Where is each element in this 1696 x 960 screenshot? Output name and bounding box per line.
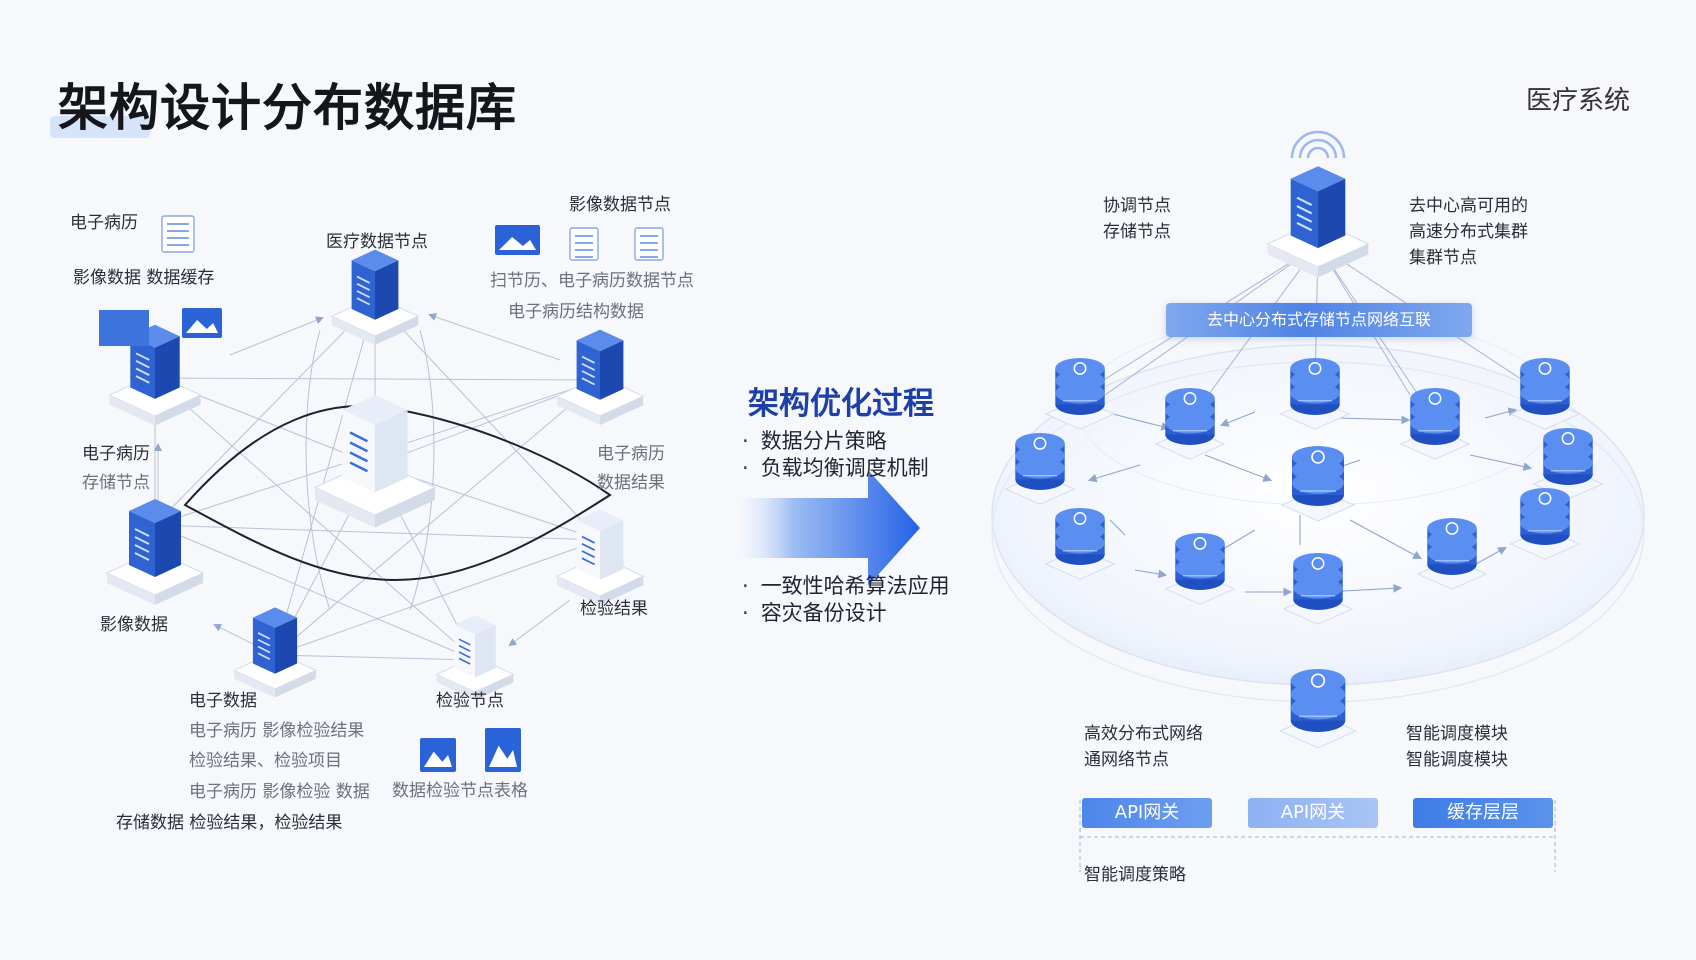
database-icon <box>1416 517 1488 590</box>
right-nodes <box>1004 130 1604 749</box>
server-icon <box>232 607 318 698</box>
database-icon <box>1509 357 1581 430</box>
server-icon <box>435 615 515 700</box>
label-emr-data: 电子数据 <box>189 691 257 711</box>
label-hs-1: 高效分布式网络 <box>1084 724 1203 744</box>
server-icon <box>105 499 205 605</box>
image-icon <box>485 728 521 772</box>
title-highlight <box>50 116 150 138</box>
bullet-sharding: 数据分片策略 <box>742 428 929 455</box>
pill-api-gateway-1: API网关 <box>1082 798 1212 828</box>
database-icon <box>1399 387 1471 460</box>
server-icon <box>330 249 420 345</box>
server-icon <box>1266 166 1370 278</box>
database-icon <box>1154 387 1226 460</box>
wifi-icon <box>1290 130 1346 159</box>
label-right-emr: 电子病历 <box>597 444 665 464</box>
label-right-results: 数据结果 <box>597 473 665 493</box>
label-line2: 电子病历结构数据 <box>508 302 644 322</box>
label-emr-left: 电子病历 <box>82 444 150 464</box>
server-icon <box>313 395 437 528</box>
document-icon <box>634 227 664 261</box>
database-icon <box>1164 532 1236 605</box>
pill-api-gateway-2: API网关 <box>1248 798 1378 828</box>
page-title-wrap: 架构设计分布数据库 <box>50 68 517 140</box>
label-decent-3: 集群节点 <box>1409 248 1477 268</box>
bullet-consistent-hash: 一致性哈希算法应用 <box>742 573 950 600</box>
label-storage-node: 存储节点 <box>82 473 150 493</box>
bottom-dashed-frame <box>1079 800 1556 872</box>
label-smart-2: 智能调度模块 <box>1406 750 1508 770</box>
label-smart-1: 智能调度模块 <box>1406 724 1508 744</box>
label-bl2: 检验结果、检验项目 <box>189 751 342 771</box>
database-icon <box>1509 487 1581 560</box>
database-icon <box>1044 357 1116 430</box>
database-icon <box>1282 552 1354 625</box>
label-bl3: 电子病历 影像检验 数据 <box>189 782 370 802</box>
image-icon <box>182 308 222 338</box>
label-lab-result: 检验结果 <box>580 599 648 619</box>
label-storage-node-r: 存储节点 <box>1103 222 1171 242</box>
label-bl1: 电子病历 影像检验结果 <box>189 721 365 741</box>
bullet-load-balance: 负载均衡调度机制 <box>742 455 929 482</box>
server-icon <box>555 329 645 425</box>
label-bl4: 存储数据 检验结果，检验结果 <box>116 813 343 833</box>
label-imaging-node: 影像数据节点 <box>569 195 671 215</box>
label-lab-node: 检验节点 <box>436 691 504 711</box>
database-icon <box>1279 357 1351 430</box>
database-icon <box>1044 507 1116 580</box>
label-imaging-cache: 影像数据 数据缓存 <box>73 268 215 288</box>
database-icon <box>1004 432 1076 505</box>
page-title: 架构设计分布数据库 <box>58 79 517 137</box>
brand-label: 医疗系统 <box>1525 86 1630 116</box>
label-coord-node: 协调节点 <box>1103 196 1171 216</box>
network-banner: 去中心分布式存储节点网络互联 <box>1166 303 1472 337</box>
database-icon <box>1280 446 1356 522</box>
image-icon <box>420 738 456 772</box>
pill-cache-layer: 缓存层层 <box>1413 798 1553 828</box>
label-hs-2: 通网络节点 <box>1084 750 1169 770</box>
database-icon <box>1278 669 1358 749</box>
process-arrow-icon <box>725 470 920 586</box>
image-icon <box>495 225 540 255</box>
label-imaging-bottom: 影像数据 <box>100 615 168 635</box>
document-icon <box>161 215 195 253</box>
process-title: 架构优化过程 <box>748 386 934 422</box>
bullets-bottom: 一致性哈希算法应用 容灾备份设计 <box>742 573 950 627</box>
bullet-disaster-recovery: 容灾备份设计 <box>742 600 950 627</box>
label-emr-top: 电子病历 <box>70 213 138 233</box>
server-icon <box>555 509 645 605</box>
label-decent-2: 高速分布式集群 <box>1409 222 1528 242</box>
document-icon <box>569 227 599 261</box>
label-line1: 扫节历、电子病历数据节点 <box>490 271 694 291</box>
doc-icons <box>99 215 664 772</box>
label-br1: 数据检验节点表格 <box>392 781 528 801</box>
bullets-top: 数据分片策略 负载均衡调度机制 <box>742 428 929 482</box>
label-medical-node: 医疗数据节点 <box>326 232 428 252</box>
left-servers <box>105 249 645 700</box>
label-footer: 智能调度策略 <box>1084 865 1186 885</box>
label-decent-1: 去中心高可用的 <box>1409 196 1528 216</box>
folder-icon <box>99 310 149 346</box>
